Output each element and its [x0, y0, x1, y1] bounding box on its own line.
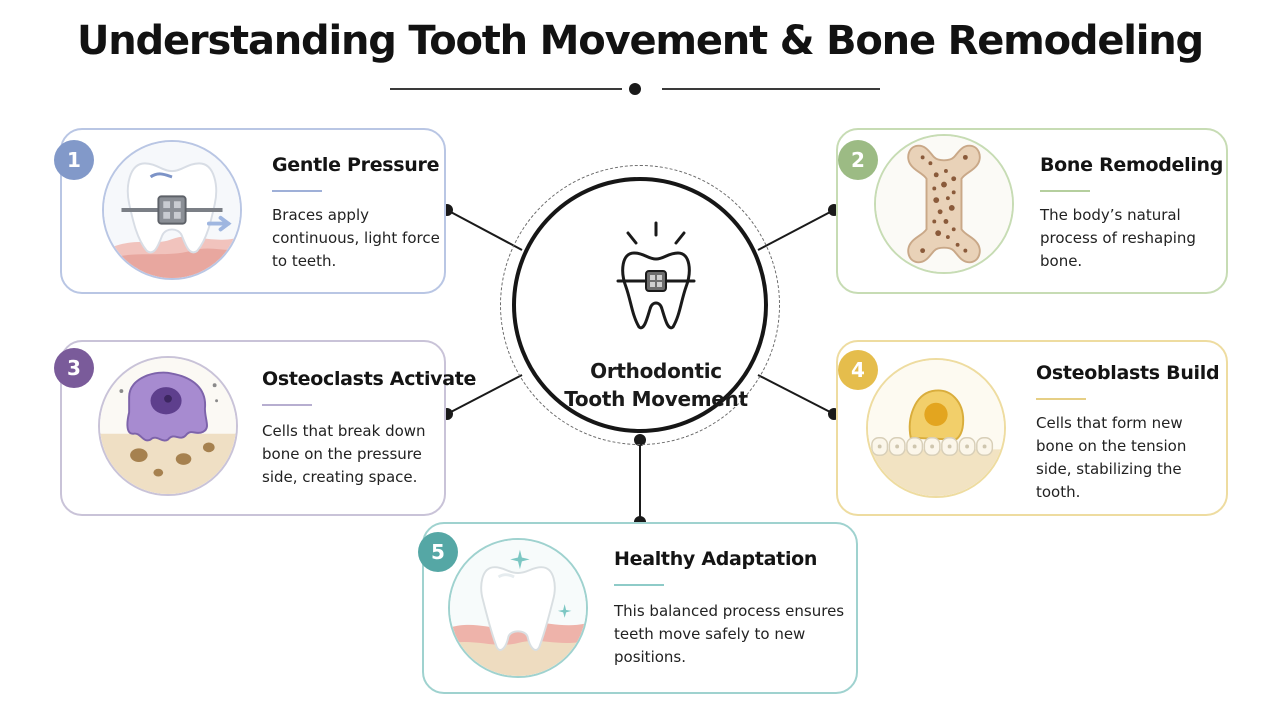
- title-divider: [390, 82, 880, 96]
- step-title: Osteoclasts Activate: [262, 368, 477, 390]
- tooth-with-braces-icon: [616, 221, 696, 330]
- title-underline: [1036, 398, 1086, 400]
- osteoclast-cell-illustration: [98, 356, 238, 496]
- step-description: Cells that form new bone on the tension …: [1036, 414, 1187, 501]
- connector-to-step-1: [446, 209, 523, 251]
- step-title: Gentle Pressure: [272, 154, 440, 176]
- center-dashed-ring: [500, 165, 780, 445]
- center-label: Orthodontic Tooth Movement: [564, 359, 748, 411]
- healthy-tooth-illustration: [448, 538, 588, 678]
- page-title: Understanding Tooth Movement & Bone Remo…: [77, 18, 1204, 64]
- tooth-with-bracket-illustration: [102, 140, 242, 280]
- step-card-bone-remodeling: 2 Bone Remodeling The body’s natural pro…: [836, 128, 1228, 294]
- step-number-badge: 4: [838, 350, 878, 390]
- step-description: Braces apply continuous, light force to …: [272, 206, 440, 270]
- step-number-badge: 3: [54, 348, 94, 388]
- title-underline: [272, 190, 322, 192]
- title-underline: [614, 584, 664, 586]
- title-underline: [262, 404, 312, 406]
- step-card-healthy-adaptation: 5 Healthy Adaptation This balanced proce…: [418, 522, 858, 694]
- step-title: Osteoblasts Build: [1036, 362, 1220, 384]
- step-description: The body’s natural process of reshaping …: [1040, 206, 1196, 270]
- title-underline: [1040, 190, 1090, 192]
- connector-to-step-3: [446, 374, 523, 415]
- osteoblast-cell-illustration: [866, 358, 1006, 498]
- step-card-gentle-pressure: 1 Gentle Pressure Braces apply continuou…: [54, 128, 446, 294]
- step-title: Healthy Adaptation: [614, 548, 818, 570]
- step-title: Bone Remodeling: [1040, 154, 1224, 176]
- step-number-badge: 5: [418, 532, 458, 572]
- connector-to-step-4: [757, 374, 835, 415]
- step-card-osteoclasts-activate: 3 Osteoclasts Activate Cells that break …: [54, 340, 476, 516]
- center-ring: Orthodontic Tooth Movement: [512, 177, 768, 433]
- step-description: Cells that break down bone on the pressu…: [262, 422, 426, 486]
- step-number-badge: 2: [838, 140, 878, 180]
- step-card-osteoblasts-build: 4 Osteoblasts Build Cells that form new …: [836, 340, 1228, 516]
- bone-illustration: [874, 134, 1014, 274]
- step-number-badge: 1: [54, 140, 94, 180]
- connector-to-step-2: [757, 209, 835, 251]
- step-description: This balanced process ensures teeth move…: [614, 602, 845, 666]
- center-hub: Orthodontic Tooth Movement: [500, 165, 780, 445]
